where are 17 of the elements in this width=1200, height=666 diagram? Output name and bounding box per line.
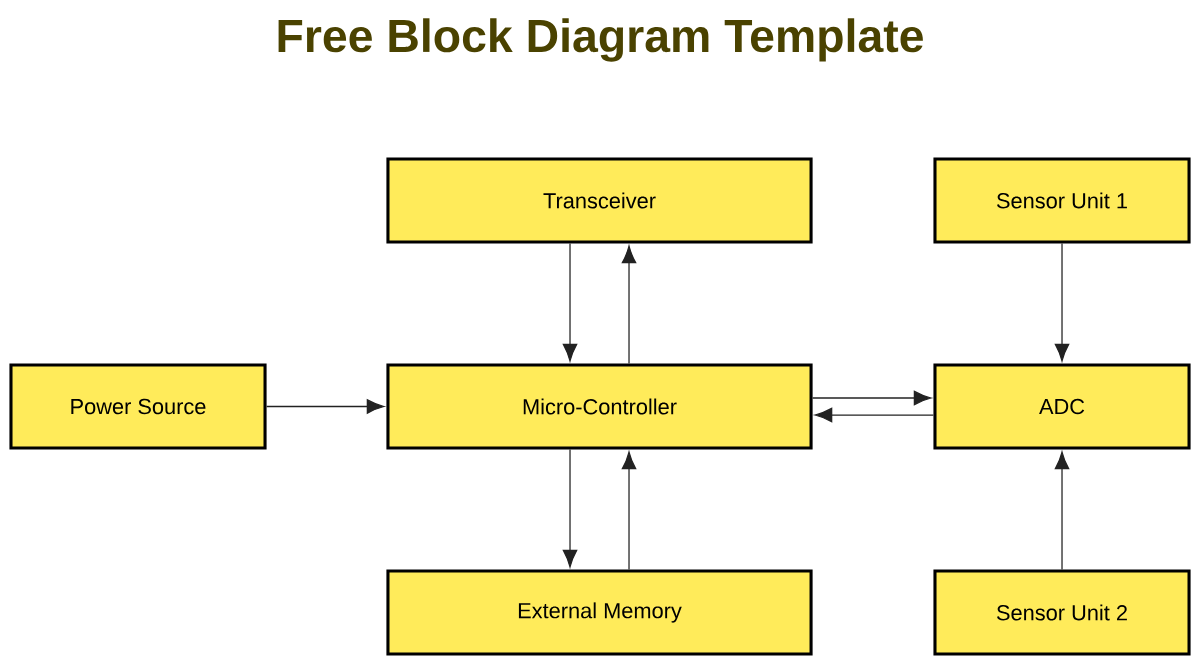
block-box: Micro-Controller: [386, 363, 813, 450]
block-box: Power Source: [9, 363, 267, 450]
block-box: Transceiver: [386, 157, 813, 244]
block-box: External Memory: [386, 569, 813, 656]
arrow: [1054, 451, 1070, 571]
arrow: [621, 451, 637, 571]
block-box: Sensor Unit 2: [933, 569, 1191, 656]
arrow: [621, 245, 637, 365]
arrow: [562, 448, 578, 568]
block-box: Sensor Unit 1: [933, 157, 1191, 244]
arrow: [1054, 242, 1070, 362]
arrow: [562, 242, 578, 362]
arrow: [811, 390, 932, 406]
arrow: [265, 399, 385, 414]
block-box: ADC: [933, 363, 1191, 450]
title: Free Block Diagram Template: [278, 18, 923, 62]
arrow: [814, 407, 935, 423]
